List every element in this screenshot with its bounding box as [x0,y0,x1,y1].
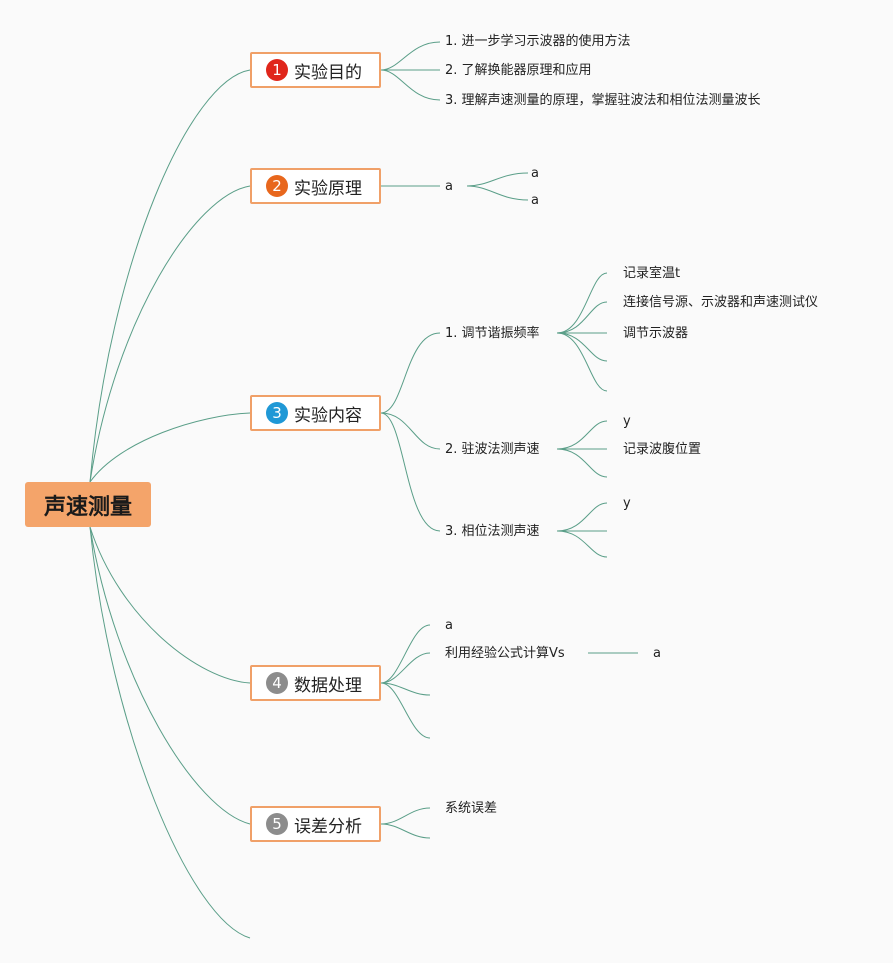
branch-label: 实验原理 [294,178,362,199]
number-badge-5: 5 [266,813,288,835]
branch-data-processing[interactable]: 4 数据处理 [250,665,381,701]
purpose-item-2[interactable]: 2. 了解换能器原理和应用 [445,63,592,78]
standing-subitem-2[interactable]: 记录波腹位置 [623,442,702,457]
branch-label: 实验目的 [294,62,362,83]
number-badge-4: 4 [266,672,288,694]
phase-subitem-1[interactable]: y [623,496,631,511]
number-badge-3: 3 [266,402,288,424]
content-tuning[interactable]: 1. 调节谐振频率 [445,326,540,341]
purpose-item-3[interactable]: 3. 理解声速测量的原理，掌握驻波法和相位法测量波长 [445,93,761,108]
branch-error-analysis[interactable]: 5 误差分析 [250,806,381,842]
principle-subitem-2[interactable]: a [531,193,539,208]
tuning-subitem-2[interactable]: 连接信号源、示波器和声速测试仪 [623,295,819,310]
data-formula-result[interactable]: a [653,646,661,661]
link-root-content [89,412,251,483]
branch-purpose[interactable]: 1 实验目的 [250,52,381,88]
branch-label: 实验内容 [294,405,362,426]
number-badge-1: 1 [266,59,288,81]
root-node[interactable]: 声速测量 [25,482,151,527]
standing-subitem-1[interactable]: y [623,414,631,429]
content-phase-method[interactable]: 3. 相位法测声速 [445,524,540,539]
branch-label: 误差分析 [294,816,362,837]
link-root-data [89,526,251,684]
principle-subitem-1[interactable]: a [531,166,539,181]
content-standing-wave[interactable]: 2. 驻波法测声速 [445,442,540,457]
branch-label: 数据处理 [294,675,362,696]
root-label: 声速测量 [43,494,132,520]
link-root-extra [89,526,251,939]
error-item-systematic[interactable]: 系统误差 [445,801,498,816]
number-badge-2: 2 [266,175,288,197]
principle-item[interactable]: a [445,179,453,194]
data-formula[interactable]: 利用经验公式计算Vs [445,646,565,661]
branch-content[interactable]: 3 实验内容 [250,395,381,431]
tuning-subitem-3[interactable]: 调节示波器 [623,326,689,341]
data-item-a[interactable]: a [445,618,453,633]
link-root-principle [89,185,251,483]
tuning-subitem-1[interactable]: 记录室温t [623,266,681,281]
branch-principle[interactable]: 2 实验原理 [250,168,381,204]
purpose-item-1[interactable]: 1. 进一步学习示波器的使用方法 [445,34,631,49]
link-root-purpose [89,69,251,483]
link-root-error [89,526,251,825]
